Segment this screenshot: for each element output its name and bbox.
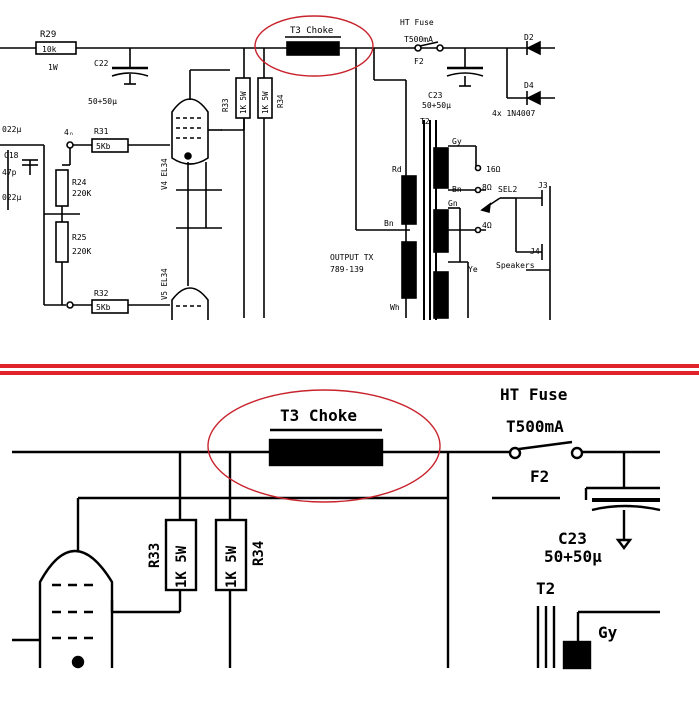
r32-value: 5Kb — [96, 303, 111, 312]
cap-022-top: 022μ — [2, 125, 21, 134]
d2-label: D2 — [524, 33, 534, 42]
bn2-label: Bn — [452, 185, 462, 194]
speakers-label: Speakers — [496, 261, 535, 270]
cap-022-bottom: 022μ — [2, 193, 21, 202]
bottom-fuse-rating: T500mA — [506, 417, 564, 436]
gn-label: Gn — [448, 199, 458, 208]
bottom-choke-highlight — [207, 389, 441, 503]
top-schematic — [0, 36, 555, 320]
top-r33-label: R33 — [221, 98, 230, 112]
bottom-choke-label: T3 Choke — [280, 406, 357, 425]
j3-label: J3 — [538, 181, 548, 190]
sel2-label: SEL2 — [498, 185, 517, 194]
top-r34-label: R34 — [276, 94, 285, 108]
top-choke-label: T3 Choke — [290, 26, 333, 36]
d4-label: D4 — [524, 81, 534, 90]
choke-body — [286, 41, 340, 56]
tap-4-label: 4Ω — [482, 221, 492, 230]
top-c23-value: 50+50μ — [422, 101, 451, 110]
output-tx-number: 789-139 — [330, 265, 364, 274]
gy-label: Gy — [452, 137, 462, 146]
r25-label: R25 — [72, 233, 87, 242]
bottom-r34-value: 1K 5W — [224, 545, 240, 588]
top-f2-label: F2 — [414, 57, 424, 66]
r31-value: 5Kb — [96, 142, 111, 151]
top-fuse-rating: T500mA — [404, 35, 433, 44]
r29-value: 10k — [42, 45, 57, 54]
j4-label: J4 — [530, 247, 540, 256]
r29-label: R29 — [40, 30, 56, 40]
bottom-c23-label: C23 — [558, 529, 587, 548]
r32-label: R32 — [94, 289, 109, 298]
tap-16-label: 16Ω — [486, 165, 501, 174]
top-c23-label: C23 — [428, 91, 443, 100]
ye-label: Ye — [468, 265, 478, 274]
wh-label: Wh — [390, 303, 400, 312]
bottom-gy-label: Gy — [598, 623, 618, 642]
node-4-label: 4ₙ — [64, 128, 74, 137]
bottom-f2-label: F2 — [530, 467, 549, 486]
bottom-ht-fuse-label: HT Fuse — [500, 385, 567, 404]
top-choke-highlight — [254, 15, 374, 77]
r24-label: R24 — [72, 178, 87, 187]
top-r34-value: 1K 5W — [261, 91, 270, 114]
tap-8-label: 8Ω — [482, 183, 492, 192]
v4-label: V4 EL34 — [160, 158, 169, 190]
bottom-r33-value: 1K 5W — [174, 545, 190, 588]
bottom-r34-label: R34 — [251, 541, 267, 566]
c47p-label: 47p — [2, 168, 17, 177]
bottom-t2-label: T2 — [536, 579, 555, 598]
output-tx-label: OUTPUT TX — [330, 253, 374, 262]
rd-label: Rd — [392, 165, 402, 174]
r31-label: R31 — [94, 127, 109, 136]
c22-label: C22 — [94, 59, 109, 68]
bottom-r33-label: R33 — [147, 543, 163, 568]
bn-label: Bn — [384, 219, 394, 228]
divider-line-top — [0, 364, 699, 368]
c22-value: 50+50μ — [88, 97, 117, 106]
bottom-c23-value: 50+50μ — [544, 547, 602, 566]
bottom-choke-body — [268, 438, 384, 467]
divider-line-bottom — [0, 371, 699, 375]
diodes-label: 4x 1N4007 — [492, 109, 536, 118]
bottom-schematic — [12, 428, 661, 670]
r24-value: 220K — [72, 189, 91, 198]
top-r33-value: 1K 5W — [239, 91, 248, 114]
top-ht-fuse-label: HT Fuse — [400, 18, 434, 27]
c18-label: C18 — [4, 151, 19, 160]
r29-wattage: 1W — [48, 63, 58, 72]
r29-resistor — [35, 41, 77, 55]
v5-label: V5 EL34 — [160, 268, 169, 300]
top-t2-label: T2 — [420, 117, 430, 126]
r25-value: 220K — [72, 247, 91, 256]
